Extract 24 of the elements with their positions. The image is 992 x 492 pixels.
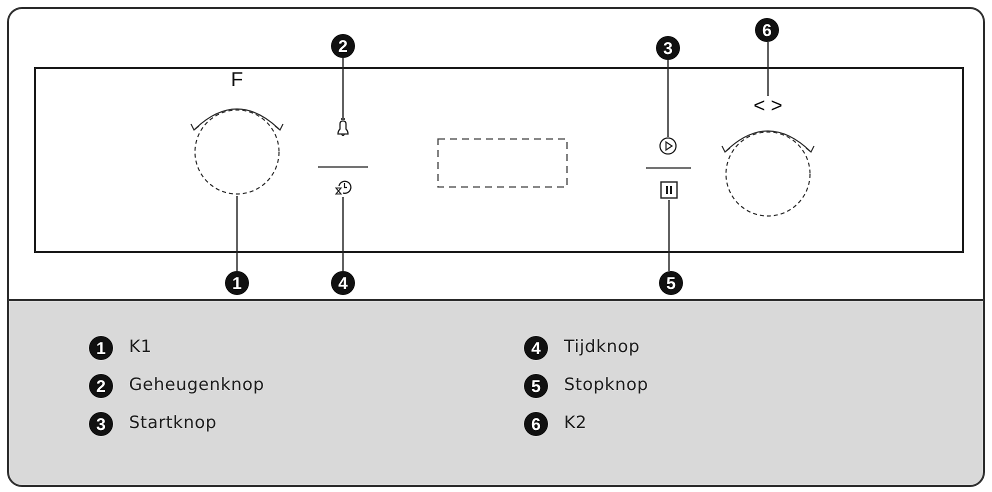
callout-number: 6 xyxy=(755,18,779,42)
part-name: Tijdknop xyxy=(564,339,640,356)
leader-line xyxy=(767,42,769,96)
display-window xyxy=(437,138,568,188)
part-name: Geheugenknop xyxy=(129,377,264,394)
part-name: Stopknop xyxy=(564,377,648,394)
callout-number: 5 xyxy=(659,271,683,295)
callout-number: 1 xyxy=(225,271,249,295)
pause-icon xyxy=(660,181,678,200)
leader-line xyxy=(342,197,344,271)
play-icon xyxy=(659,137,677,156)
leader-line xyxy=(342,58,344,118)
callout-number: 2 xyxy=(331,34,355,58)
part-name: K2 xyxy=(564,415,587,432)
leader-line xyxy=(668,200,670,271)
leader-line xyxy=(236,196,238,271)
part-name: K1 xyxy=(129,339,152,356)
part-name: Startknop xyxy=(129,415,217,432)
timer-icon xyxy=(334,178,352,197)
callout-number: 3 xyxy=(656,36,680,60)
leader-line xyxy=(667,60,669,137)
knob-label: < > xyxy=(754,96,782,116)
knob-label: F xyxy=(230,70,244,90)
callout-number: 4 xyxy=(331,271,355,295)
